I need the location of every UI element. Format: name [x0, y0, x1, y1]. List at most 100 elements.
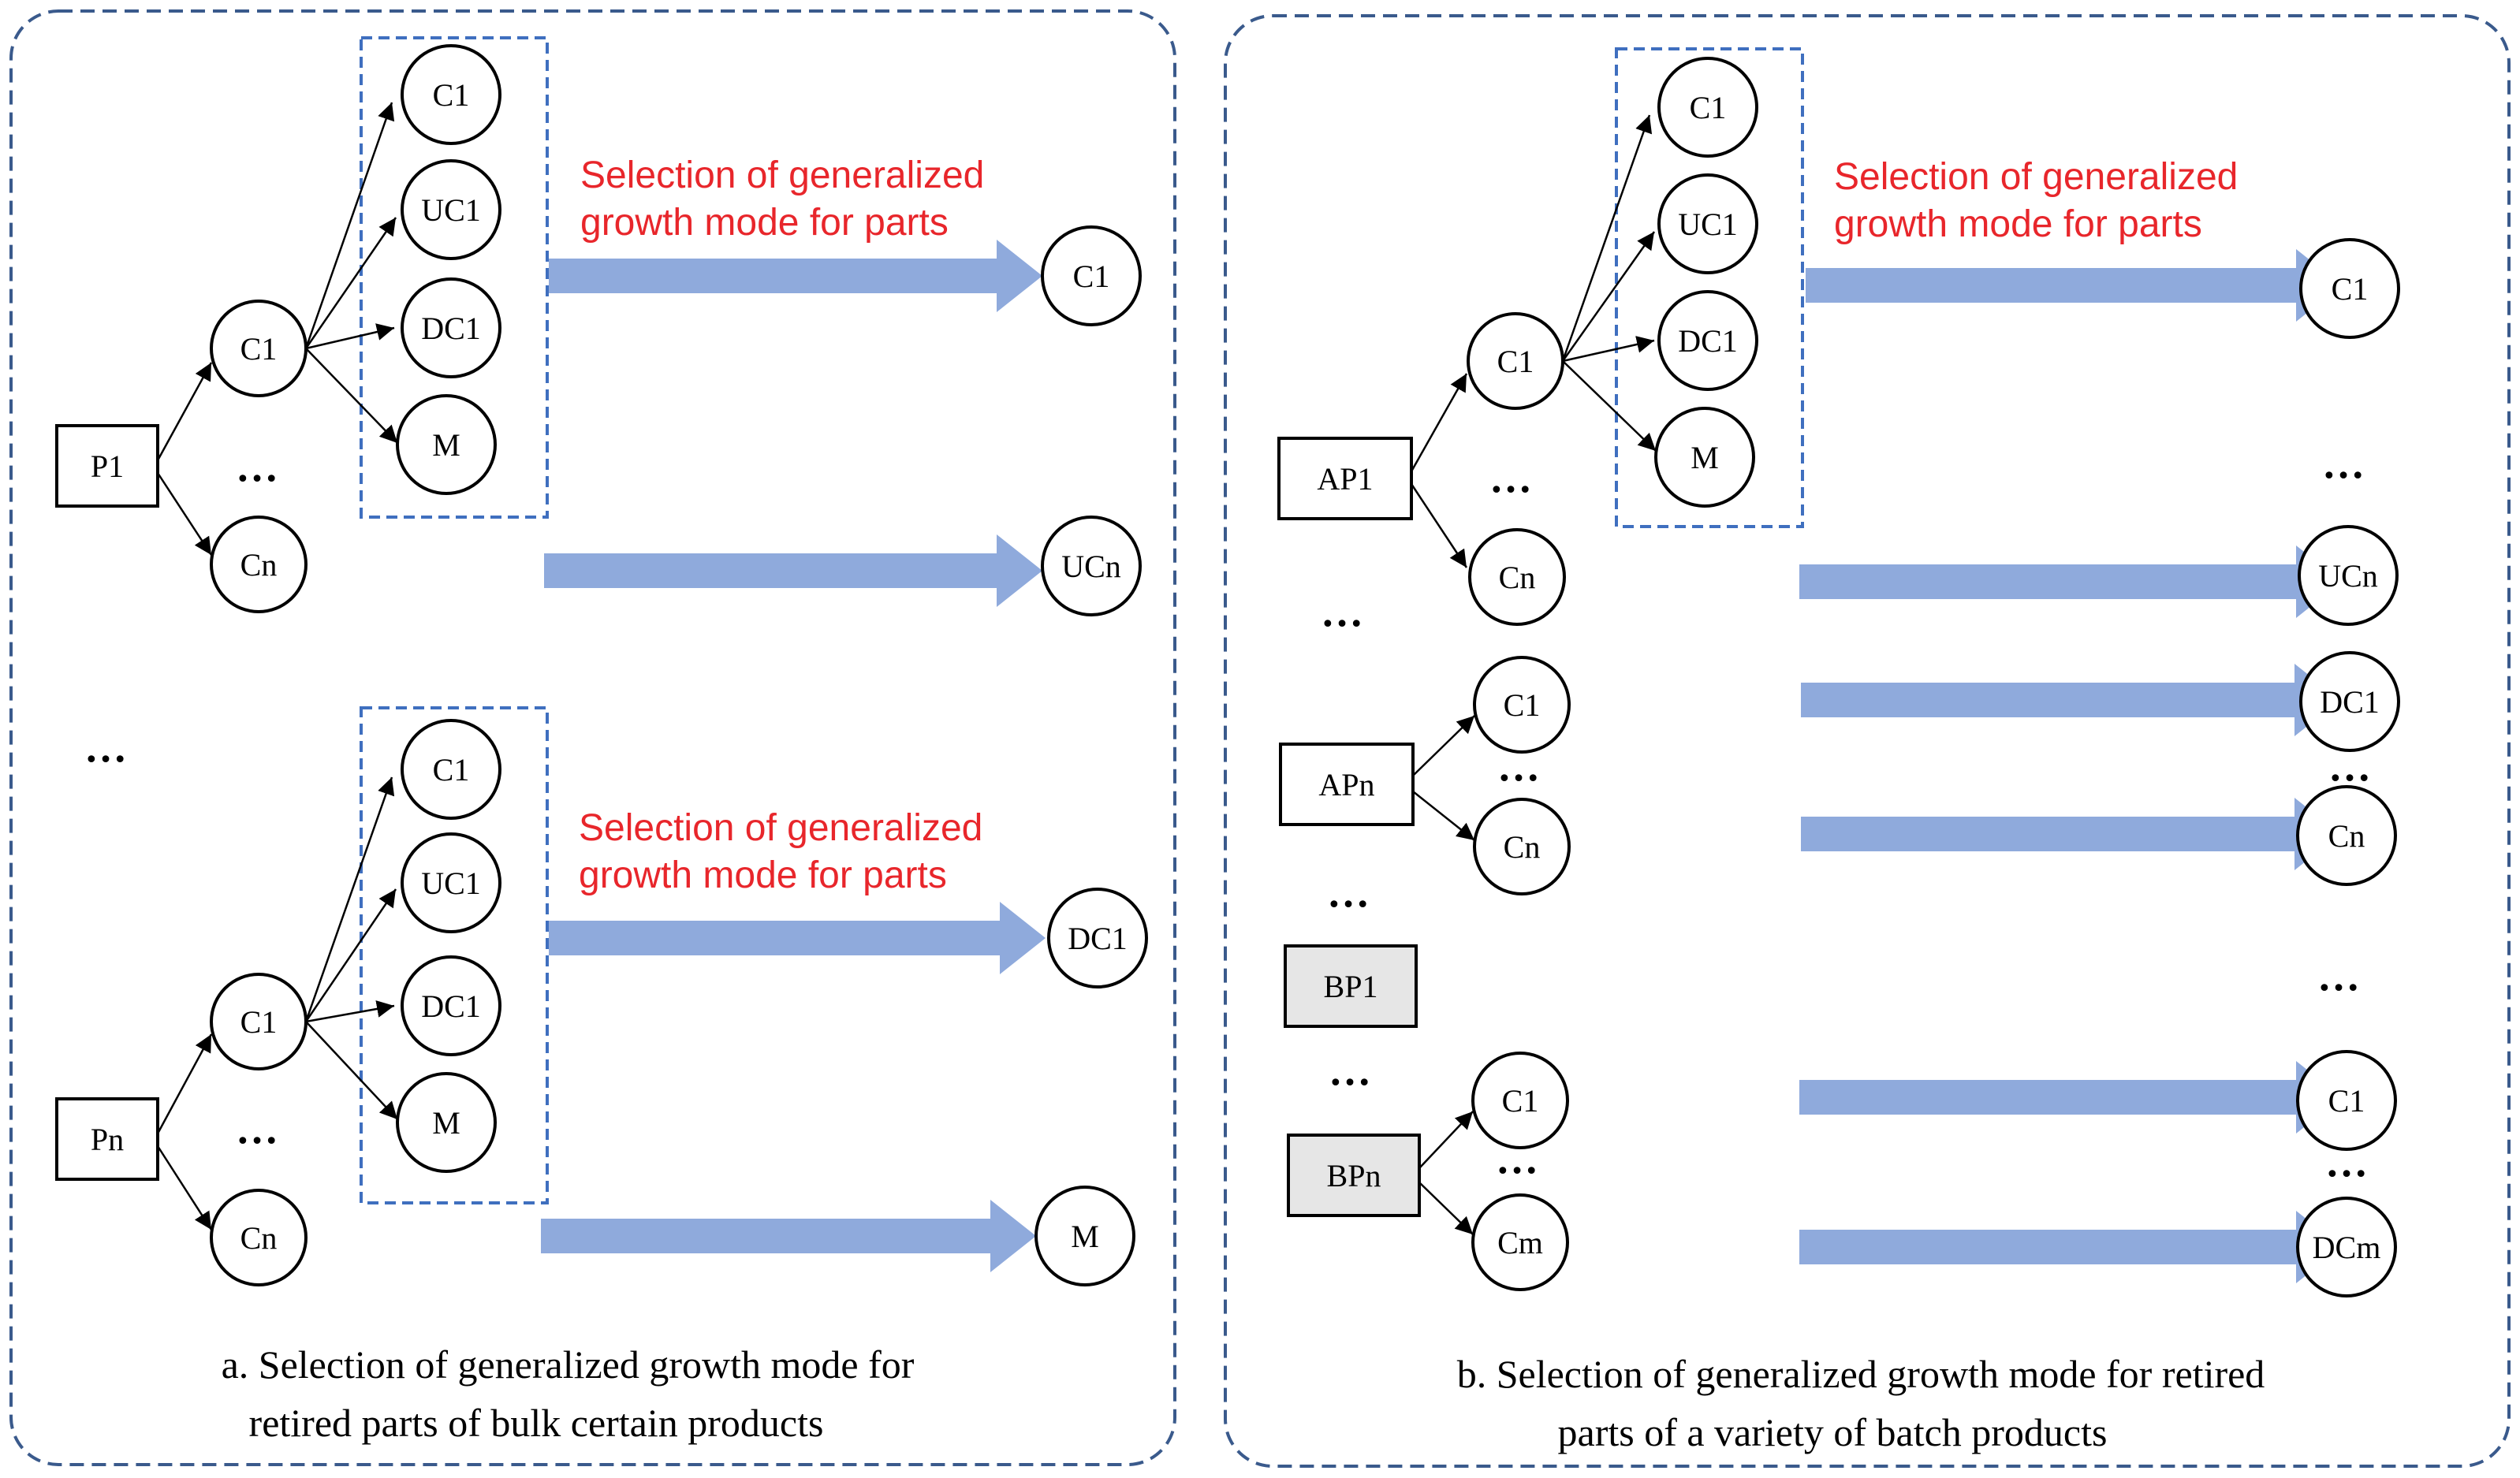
block-arrow [549, 902, 1046, 974]
ellipsis: … [1496, 1135, 1538, 1182]
tree-pn: Pn C1 … Cn C1 UC1 DC1 M [55, 706, 549, 1286]
option-node [1657, 57, 1758, 158]
ellipsis: … [2317, 952, 2360, 1000]
annotation-line1: Selection of generalized [1834, 156, 2238, 198]
result-label: DC1 [2320, 684, 2380, 720]
result-label: DCm [2313, 1230, 2381, 1265]
option-node [401, 955, 501, 1056]
result-label: UCn [2318, 558, 2378, 594]
annotation-line2: growth mode for parts [1834, 203, 2202, 245]
component-cn-label: Cn [240, 547, 278, 583]
product-box-p1 [55, 424, 159, 508]
caption-b-line2: parts of a variety of batch products [1558, 1410, 2108, 1454]
block-arrow [1799, 545, 2342, 618]
panel-b: AP1 C1 … Cn C1 UC1 DC1 M Selection of ge… [1224, 14, 2511, 1468]
tree-p1: P1 C1 … Cn C1 UC1 DC1 M [55, 36, 549, 613]
option-node [1654, 407, 1755, 508]
option-label: C1 [433, 752, 470, 787]
block-arrow [544, 534, 1042, 607]
product-label-bpn: BPn [1327, 1158, 1381, 1193]
ellipsis: … [2322, 440, 2365, 487]
result-label: C1 [2332, 271, 2369, 307]
option-node [396, 394, 497, 495]
component-cm-node [1471, 1193, 1569, 1291]
component-c1-label: C1 [240, 331, 278, 367]
block-arrow [1799, 1061, 2342, 1134]
ellipsis: … [236, 1105, 278, 1152]
product-label-p1: P1 [91, 449, 124, 484]
result-node [1041, 516, 1142, 616]
ellipsis: … [1327, 869, 1370, 916]
panel-a: P1 C1 … Cn C1 UC1 DC1 M Selection of gen… [9, 9, 1176, 1466]
component-c1-node [1471, 1052, 1569, 1149]
block-arrow [1806, 249, 2342, 322]
component-cn-label: Cn [240, 1220, 278, 1256]
option-node [1657, 290, 1758, 391]
block-arrow [1799, 1211, 2342, 1283]
block-arrow [1801, 798, 2340, 870]
result-label: M [1071, 1219, 1099, 1254]
annotation2-line2: growth mode for parts [579, 854, 947, 896]
ellipsis: … [1489, 454, 1532, 501]
component-cn-label: Cn [1499, 560, 1536, 595]
block-arrow [541, 1200, 1036, 1272]
ellipsis: … [2328, 743, 2371, 790]
ellipsis: … [84, 724, 127, 771]
component-cn-node [210, 516, 308, 613]
caption-a-line1: a. Selection of generalized growth mode … [222, 1342, 915, 1387]
dashed-group-pn [360, 706, 549, 1204]
annotation-line2: growth mode for parts [580, 202, 949, 244]
dashed-group-p1 [360, 36, 549, 519]
caption-a-line2: retired parts of bulk certain products [249, 1401, 824, 1445]
option-label: M [432, 1105, 460, 1141]
result-label: C1 [1073, 259, 1110, 294]
option-label: M [432, 427, 460, 463]
ellipsis: … [1329, 1047, 1371, 1094]
result-node [2296, 1050, 2397, 1151]
product-label-bp1: BP1 [1324, 969, 1378, 1004]
result-node [2296, 1197, 2397, 1297]
result-node [1041, 225, 1142, 326]
option-label: UC1 [1678, 207, 1738, 242]
ellipsis: … [1321, 588, 1363, 635]
result-node [2299, 651, 2400, 752]
product-box-apn [1279, 743, 1415, 826]
caption-b-line1: b. Selection of generalized growth mode … [1457, 1352, 2265, 1396]
product-box-ap1 [1277, 437, 1413, 520]
dashed-group-ap1 [1615, 47, 1804, 528]
option-node [1657, 173, 1758, 274]
component-cn-node [1473, 798, 1571, 895]
option-node [401, 44, 501, 145]
block-arrow [1801, 664, 2340, 736]
result-label: C1 [2328, 1083, 2365, 1119]
option-label: DC1 [421, 988, 481, 1024]
component-c1-label: C1 [240, 1004, 278, 1040]
component-cn-node [210, 1189, 308, 1286]
result-label: Cn [2328, 818, 2365, 854]
option-node [401, 832, 501, 933]
panel-a-border [9, 9, 1176, 1466]
option-node [401, 719, 501, 820]
option-label: DC1 [421, 311, 481, 346]
result-node [2296, 785, 2397, 886]
product-box-bpn [1287, 1134, 1421, 1217]
result-node [2299, 238, 2400, 339]
product-box-bp1 [1284, 944, 1418, 1028]
option-label: UC1 [421, 192, 481, 228]
component-cn-node [1468, 528, 1566, 626]
option-node [396, 1072, 497, 1173]
ellipsis: … [1497, 743, 1540, 790]
product-label-ap1: AP1 [1317, 461, 1373, 497]
product-box-pn [55, 1097, 159, 1181]
product-label-apn: APn [1318, 767, 1374, 802]
option-node [401, 277, 501, 378]
option-label: M [1691, 440, 1719, 475]
component-c1-node [1473, 656, 1571, 754]
component-c1-label: C1 [1502, 1083, 1539, 1119]
component-cn-label: Cn [1504, 829, 1541, 865]
result-node [1047, 888, 1148, 988]
option-label: DC1 [1678, 323, 1738, 359]
annotation2-line1: Selection of generalized [579, 807, 982, 849]
option-label: C1 [433, 77, 470, 113]
